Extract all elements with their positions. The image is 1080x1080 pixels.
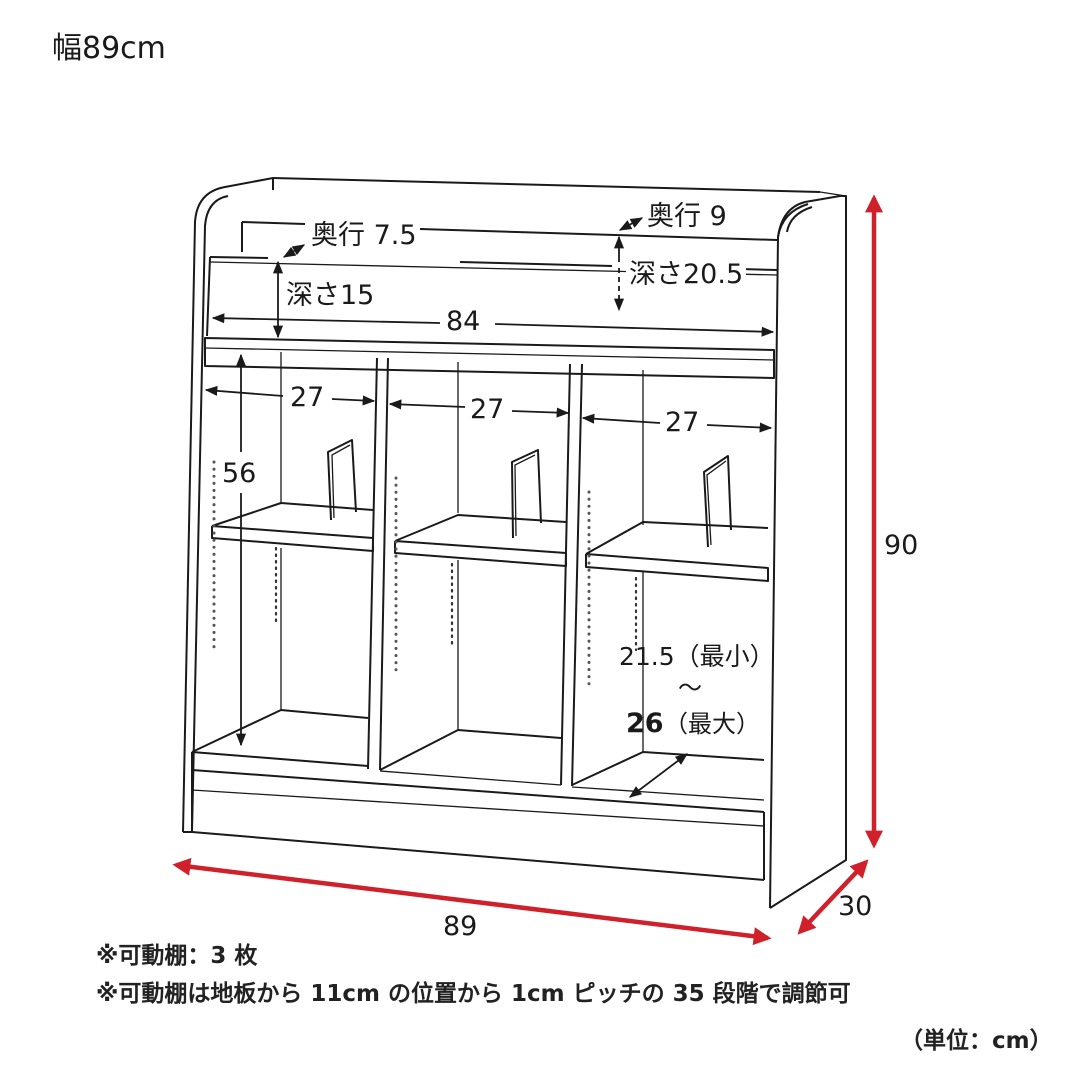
shelf-gap-max-value: 26 (626, 708, 664, 739)
top-well-back-depth-label: 深さ20.5 (626, 261, 747, 288)
note-shelf-adjustment: ※可動棚は地板から 11cm の位置から 1cm ピッチの 35 段階で調節可 (96, 981, 851, 1007)
overall-height-label: 90 (884, 530, 919, 561)
top-depth-front-label: 奥行 7.5 (308, 222, 420, 249)
cell-width-right-label: 27 (665, 407, 700, 438)
top-depth-back-label: 奥行 9 (647, 201, 727, 232)
top-inner-width-label: 84 (446, 306, 481, 337)
product-width-title: 幅89cm (52, 31, 166, 66)
note-movable-shelves-count: ※可動棚：3 枚 (96, 943, 258, 969)
inner-height-label: 56 (222, 458, 257, 489)
cell-width-middle-label: 27 (470, 394, 505, 425)
shelf-gap-min-label: 21.5（最小） (619, 642, 775, 671)
overall-width-label: 89 (443, 911, 478, 942)
top-well-front-depth-label: 深さ15 (286, 280, 375, 311)
overall-depth-label: 30 (838, 891, 873, 922)
shelf-gap-max-label: （最大） (664, 710, 760, 738)
shelf-gap-range-tilde: ～ (678, 674, 702, 702)
cell-width-left-label: 27 (290, 382, 325, 413)
unit-label: （単位：cm） (900, 1028, 1053, 1054)
